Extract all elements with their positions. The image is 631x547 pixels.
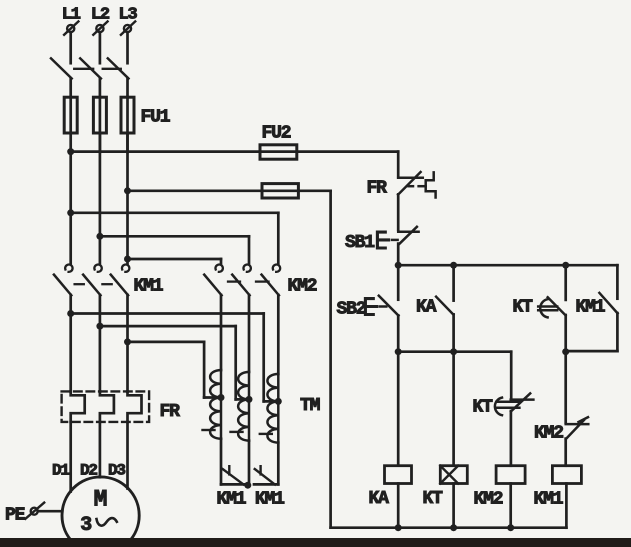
svg-text:3: 3 — [80, 514, 91, 537]
svg-text:PE: PE — [5, 506, 26, 526]
svg-text:KM1: KM1 — [576, 298, 606, 318]
svg-text:L2: L2 — [91, 6, 110, 25]
svg-text:D2: D2 — [80, 462, 97, 480]
svg-text:KA: KA — [369, 489, 390, 509]
svg-text:KM2: KM2 — [534, 424, 563, 444]
svg-text:KT: KT — [473, 398, 494, 418]
svg-text:D3: D3 — [108, 462, 125, 480]
svg-text:FR: FR — [160, 402, 181, 422]
svg-text:FR: FR — [367, 179, 388, 199]
svg-text:D1: D1 — [52, 462, 69, 480]
svg-text:KM1: KM1 — [534, 490, 564, 510]
svg-text:M: M — [94, 486, 107, 512]
svg-text:FU2: FU2 — [262, 124, 291, 144]
svg-text:KM2: KM2 — [288, 277, 317, 297]
svg-text:SB1: SB1 — [345, 233, 375, 253]
svg-text:KM2: KM2 — [474, 490, 503, 510]
svg-text:KT: KT — [423, 489, 444, 509]
svg-text:KT: KT — [513, 298, 534, 318]
svg-text:L3: L3 — [118, 6, 137, 25]
svg-text:KM1 KM1: KM1 KM1 — [217, 490, 286, 510]
svg-text:TM: TM — [300, 396, 320, 416]
svg-text:L1: L1 — [62, 6, 81, 25]
svg-text:FU1: FU1 — [141, 108, 171, 128]
svg-text:KA: KA — [416, 298, 437, 318]
svg-text:SB2: SB2 — [337, 300, 366, 320]
svg-text:KM1: KM1 — [134, 277, 164, 297]
